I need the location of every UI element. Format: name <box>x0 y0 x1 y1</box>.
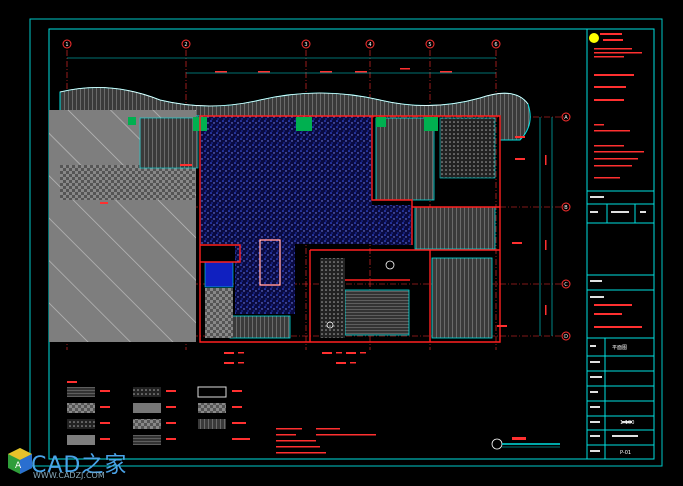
grid-bubble-label: C <box>564 282 568 288</box>
room-north-east <box>375 117 435 201</box>
room-south-east <box>431 257 493 339</box>
outer-frame <box>29 18 663 467</box>
plan-title <box>491 437 560 450</box>
cadzj-logo-icon: A <box>8 448 32 474</box>
drawing-title: 平面图 <box>612 345 627 351</box>
grid-bubble-label: 4 <box>368 42 371 48</box>
material-legend <box>67 381 376 454</box>
watermark-url: WWW.CADZJ.COM <box>33 471 105 480</box>
room-south-west <box>229 315 291 339</box>
dimension-lines <box>67 57 553 336</box>
grid-bubbles <box>62 39 571 341</box>
terrace-paving <box>60 165 195 200</box>
walls <box>199 115 501 343</box>
grid-bubble-label: A <box>564 115 568 121</box>
title-block: 平面图 1:100 P-01 <box>586 29 654 459</box>
watermark-name: CAD之家 <box>31 453 128 478</box>
grid-bubble-label: 1 <box>65 42 68 48</box>
grid-bubble-label: 5 <box>428 42 431 48</box>
grid-bubble-label: 3 <box>304 42 307 48</box>
callout-notes <box>100 136 525 364</box>
grid-bubble-label: D <box>564 334 568 340</box>
sheet-number: P-01 <box>620 450 631 456</box>
company-logo-icon <box>589 33 599 43</box>
room-south-mid <box>344 289 410 336</box>
grid-bubble-label: 6 <box>494 42 497 48</box>
drawing-scale: 1:100 <box>620 420 634 426</box>
svg-text:A: A <box>15 461 22 471</box>
grid-bubble-label: B <box>564 205 568 211</box>
grid-bubble-label: 2 <box>184 42 187 48</box>
room-east-mid <box>414 206 496 250</box>
main-hall-floor <box>200 116 372 244</box>
